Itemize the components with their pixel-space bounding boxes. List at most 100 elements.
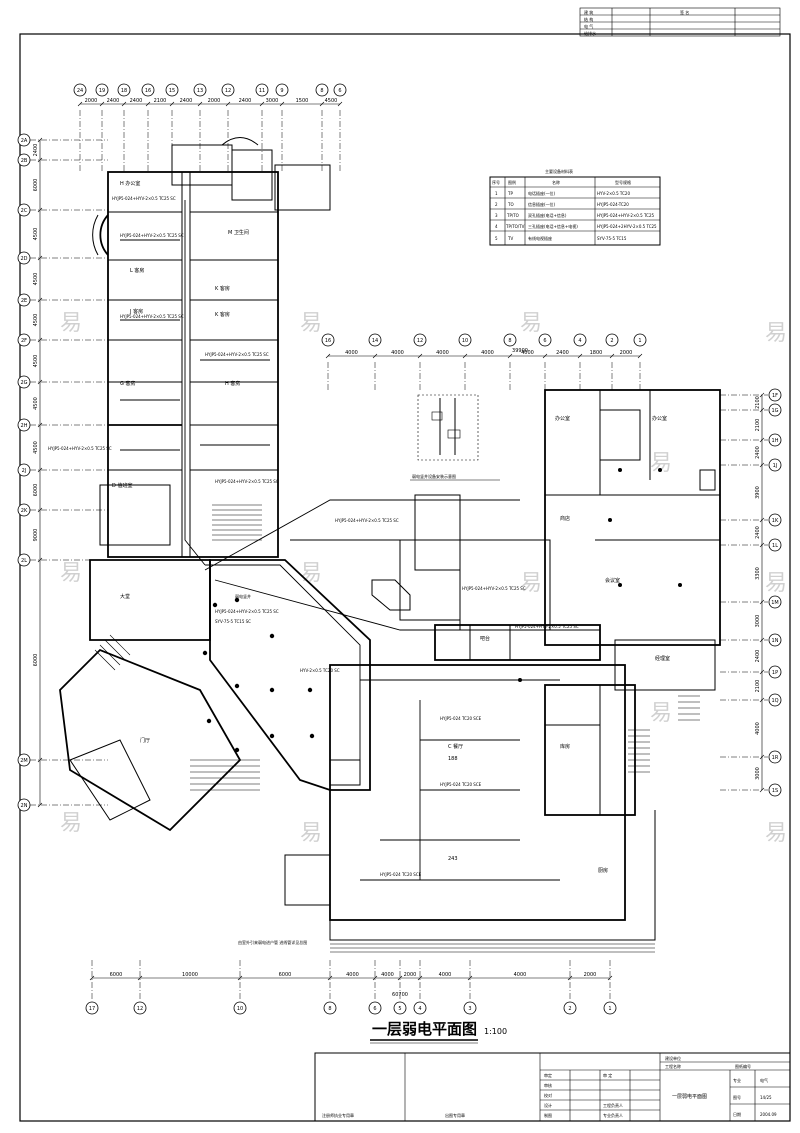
legend-cell: TO <box>507 202 514 207</box>
dimension-label: 2000 <box>85 98 98 104</box>
legend-cell: 5 <box>495 236 498 241</box>
riser-detail <box>410 394 500 481</box>
bottom-note: 由室外引来弱电进户管 进线管详见总图 <box>238 939 307 945</box>
axis-bubble <box>768 538 782 552</box>
dimension-label: 2400 <box>130 98 143 104</box>
dimension-label: 2400 <box>180 98 193 104</box>
watermark: 易 <box>765 321 787 346</box>
dimension-label: 3000 <box>755 615 761 628</box>
axis-bubble <box>333 83 347 97</box>
room-label: 办公室 <box>652 415 667 422</box>
dimension-label: 2000 <box>584 972 597 978</box>
legend-cell: HYJP5-024-TC20 <box>597 202 629 207</box>
tb-drawing-no: 图纸编号 <box>735 1063 751 1069</box>
watermark: 易 <box>60 311 82 336</box>
axis-bubble <box>73 83 87 97</box>
watermark: 易 <box>300 821 322 846</box>
room-label: L 客房 <box>130 267 144 274</box>
right-wing-walls <box>329 389 721 953</box>
room-label: K 客房 <box>215 285 230 292</box>
stamp-row-0: 建 筑 <box>584 9 593 15</box>
dimension-label: 3000 <box>755 767 761 780</box>
dimension-label: 60700 <box>392 992 408 998</box>
room-label: 库房 <box>560 743 570 750</box>
axis-label: 5 <box>398 1006 401 1012</box>
outlet-symbol <box>518 678 522 682</box>
dimension-label: 4000 <box>381 972 394 978</box>
tb-left-caption: 注册师执业专用章 <box>322 1112 354 1118</box>
axis-label: 10 <box>462 338 468 344</box>
dimension-label: 2000 <box>208 98 221 104</box>
room-label: 商店 <box>560 515 570 522</box>
legend-cell: TP <box>507 191 513 196</box>
dimension-label: 2400 <box>239 98 252 104</box>
dimension-label: 4000 <box>346 972 359 978</box>
tb-sheet-label: 图号 <box>733 1094 741 1100</box>
axis-bubble <box>17 133 31 147</box>
dimension-label: 2400 <box>755 526 761 539</box>
plan-scale: 1:100 <box>484 1027 507 1036</box>
axis-bubble <box>323 1001 337 1015</box>
left-axis-grid: 2A2B2C2D2E2F2G2H2J2K2L2M2N24006000450045… <box>17 133 108 812</box>
axis-label: 9 <box>280 88 283 94</box>
cable-note: HYJP5-024+HYV-2×0.5 TC25 SC <box>120 314 184 319</box>
dimension-label: 4500 <box>33 441 39 454</box>
axis-bubble <box>17 798 31 812</box>
legend-title: 主要设备材料表 <box>545 168 573 174</box>
axis-bubble <box>538 333 552 347</box>
dimension-label: 2400 <box>33 144 39 157</box>
axis-bubble <box>503 333 517 347</box>
axis-label: 6 <box>373 1006 376 1012</box>
dimension-label: 2100 <box>755 419 761 432</box>
area-number: 243 <box>448 856 458 862</box>
outlet-symbols <box>202 468 682 753</box>
axis-bubble <box>605 333 619 347</box>
dimension-label: 4500 <box>33 228 39 241</box>
detail-title: 弱电竖井设备安装示意图 <box>412 473 456 479</box>
tb-sign: 审 定 <box>603 1072 612 1078</box>
axis-bubble <box>117 83 131 97</box>
watermark: 易 <box>650 701 672 726</box>
lobby-walls <box>59 559 371 906</box>
stamp-row-3: 给排水 <box>584 30 596 36</box>
watermark-layer: 易 易 易 易 易 易 易 易 易 易 易 易 易 <box>60 311 787 846</box>
tb-discipline-label: 专业 <box>733 1077 741 1083</box>
watermark: 易 <box>650 451 672 476</box>
tb-sheet-value: 14/25 <box>760 1095 772 1100</box>
axis-bubble <box>768 750 782 764</box>
axis-label: 6 <box>543 338 546 344</box>
room-label: 会议室 <box>605 577 620 584</box>
axis-label: 19 <box>99 88 105 94</box>
dimension-label: 39900 <box>512 348 528 354</box>
axis-bubble <box>17 753 31 767</box>
stamp-row-2: 电 气 <box>584 23 593 29</box>
dimension-label: 4000 <box>439 972 452 978</box>
axis-bubble <box>413 1001 427 1015</box>
top-stamp: 建 筑 结 构 电 气 给排水 签 名 <box>579 7 781 37</box>
axis-label: 10 <box>237 1006 243 1012</box>
stamp-row-1: 结 构 <box>584 16 593 22</box>
room-label: M 卫生间 <box>228 229 249 236</box>
axis-label: 12 <box>225 88 231 94</box>
axis-bubble <box>17 375 31 389</box>
outlet-symbol <box>307 687 313 693</box>
axis-label: 2M <box>20 758 28 764</box>
outlet-symbol <box>212 602 218 608</box>
watermark: 易 <box>765 821 787 846</box>
axis-label: 14 <box>372 338 378 344</box>
axis-label: 15 <box>169 88 175 94</box>
axis-bubble <box>17 418 31 432</box>
axis-label: 12 <box>417 338 423 344</box>
axis-label: 2K <box>21 508 28 514</box>
room-label: 办公室 <box>555 415 570 422</box>
watermark: 易 <box>60 561 82 586</box>
watermark: 易 <box>300 311 322 336</box>
axis-label: 1N <box>772 638 779 644</box>
axis-bubble <box>17 251 31 265</box>
dimension-label: 2000 <box>620 350 633 356</box>
dimension-label: 4000 <box>345 350 358 356</box>
right-axis-grid: 1F1G1H1J1K1L1M1N1P1Q1R1S2100210024003900… <box>720 388 782 797</box>
area-number: 188 <box>448 756 458 762</box>
